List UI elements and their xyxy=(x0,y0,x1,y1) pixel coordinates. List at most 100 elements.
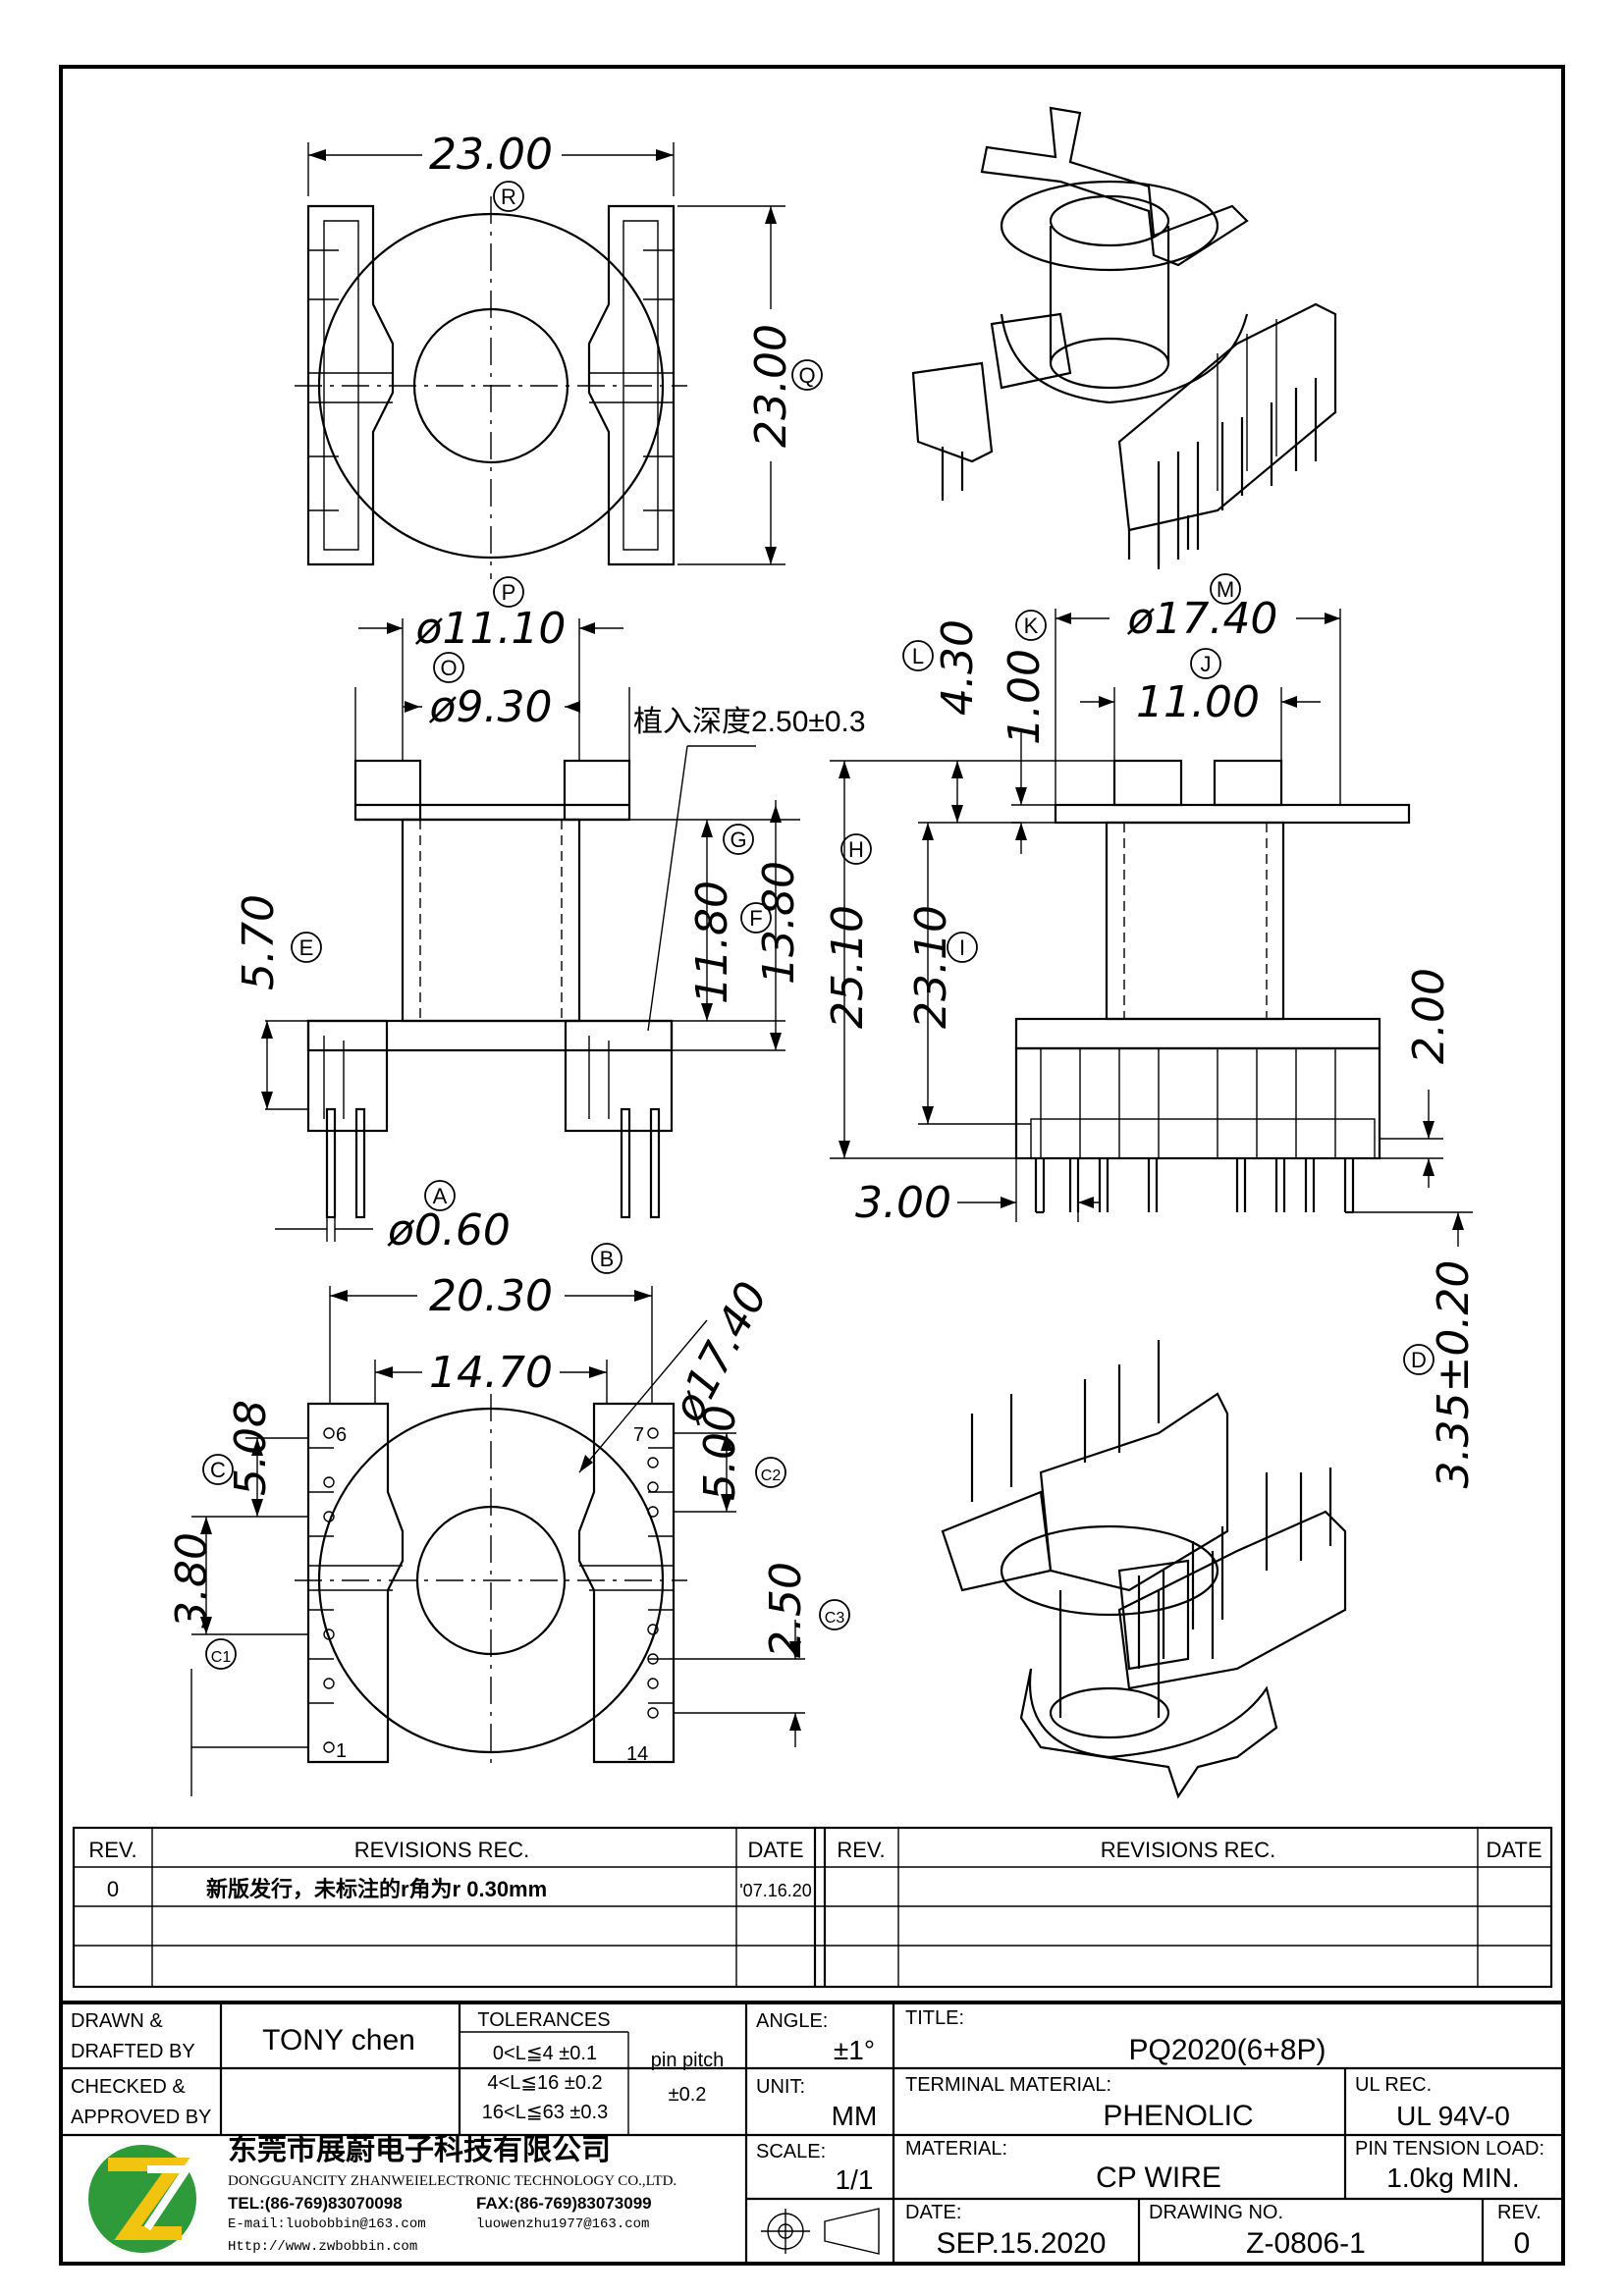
balloon-p: P xyxy=(502,580,516,605)
dim-c1: 3.80 xyxy=(167,1532,217,1629)
balloon-c1: C1 xyxy=(211,1649,232,1666)
balloon-b-circle xyxy=(591,1243,623,1274)
checked-label-2: APPROVED BY xyxy=(71,2107,211,2128)
dim-f: 13.80 xyxy=(754,861,804,985)
balloon-f-circle xyxy=(740,902,772,934)
angle-value: ±1° xyxy=(834,2035,875,2065)
drawn-label-1: DRAWN & xyxy=(71,2010,163,2032)
company-name-en: DONGGUANCITY ZHANWEIELECTRONIC TECHNOLOG… xyxy=(228,2173,677,2189)
title-block: DRAWN & DRAFTED BY TONY chen CHECKED & A… xyxy=(59,2001,1565,2266)
rev-header-date-2: DATE xyxy=(1486,1838,1542,1862)
balloon-q: Q xyxy=(798,363,815,388)
balloon-i: I xyxy=(959,935,965,960)
tol-row-2: 4<L≦16 ±0.2 xyxy=(487,2072,602,2094)
date-value: SEP.15.2020 xyxy=(937,2227,1107,2260)
balloon-c3: C3 xyxy=(825,1610,845,1627)
balloon-c1-circle xyxy=(205,1638,237,1670)
scale-label: SCALE: xyxy=(756,2141,826,2163)
title-label: TITLE: xyxy=(905,2007,964,2029)
balloon-d-circle xyxy=(1403,1344,1435,1375)
balloon-d: D xyxy=(1411,1348,1427,1372)
material-value: CP WIRE xyxy=(1096,2162,1221,2194)
dim-k: 1.00 xyxy=(1000,649,1050,745)
pin-label-1: 1 xyxy=(336,1740,347,1762)
dim-l: 4.30 xyxy=(933,619,983,716)
balloon-q-circle xyxy=(791,359,823,391)
checked-label-1: CHECKED & xyxy=(71,2076,186,2098)
dim-c2: 5.00 xyxy=(695,1405,745,1501)
material-label: MATERIAL: xyxy=(905,2138,1007,2160)
side-view: ø17.40 11.00 1.00 4.30 25.10 23.10 2.00 xyxy=(823,594,1479,1488)
angle-label: ANGLE: xyxy=(756,2010,828,2032)
dim-j: 11.00 xyxy=(1136,677,1260,727)
balloon-r-circle xyxy=(493,181,524,212)
company-email-2: luowenzhu1977@163.com xyxy=(476,2216,649,2232)
balloon-c2: C2 xyxy=(761,1468,782,1484)
balloon-m: M xyxy=(1217,577,1234,602)
dim-bottom-width: 20.30 xyxy=(429,1271,553,1321)
balloon-o: O xyxy=(440,656,457,680)
balloon-o-circle xyxy=(433,652,464,683)
balloon-e: E xyxy=(299,935,314,960)
front-view: ø11.10 ø9.30 植入深度2.50±0.3 11.80 13.80 5.… xyxy=(234,604,866,1255)
balloon-h-circle xyxy=(840,833,872,865)
balloon-e-circle xyxy=(291,932,322,963)
dim-i: 23.10 xyxy=(906,905,956,1029)
dim-pin-dia: ø0.60 xyxy=(387,1205,511,1255)
dim-side-pin: 2.00 xyxy=(1404,968,1454,1064)
rev-header-revisions-2: REVISIONS REC. xyxy=(1101,1838,1275,1862)
pin-label-6: 6 xyxy=(336,1424,347,1446)
rev-row-0-text: 新版发行，未标注的r角为r 0.30mm xyxy=(206,1877,547,1901)
rev-header-date: DATE xyxy=(747,1838,803,1862)
rev-row-0-date: '07.16.20 xyxy=(739,1881,812,1900)
pin-label-7: 7 xyxy=(633,1424,644,1446)
date-label: DATE: xyxy=(905,2202,961,2223)
rev-label: REV. xyxy=(1497,2202,1542,2223)
dim-c: 5.08 xyxy=(226,1400,276,1496)
drawing-no-value: Z-0806-1 xyxy=(1246,2227,1366,2260)
balloon-c: C xyxy=(210,1458,226,1482)
company-fax: FAX:(86-769)83073099 xyxy=(476,2194,652,2213)
note-insert-depth: 植入深度2.50±0.3 xyxy=(633,706,866,738)
company-email: E-mail:luobobbin@163.com xyxy=(228,2216,426,2232)
balloon-j-circle xyxy=(1190,648,1221,679)
dim-top-width: 23.00 xyxy=(429,130,553,180)
ul-value: UL 94V-0 xyxy=(1396,2101,1510,2131)
dim-h: 25.10 xyxy=(823,905,873,1029)
dim-core-dia: ø9.30 xyxy=(429,682,553,732)
dim-c3: 2.50 xyxy=(761,1562,811,1658)
ul-label: UL REC. xyxy=(1355,2074,1432,2096)
company-logo-icon xyxy=(88,2145,196,2253)
pin-pitch-label: pin pitch xyxy=(651,2050,725,2071)
balloon-m-circle xyxy=(1210,573,1241,605)
balloon-b: B xyxy=(600,1247,615,1271)
balloon-c2-circle xyxy=(755,1457,786,1488)
balloon-k: K xyxy=(1024,614,1039,638)
balloon-h: H xyxy=(848,837,864,862)
bottom-view: 6 7 1 14 20.30 14.70 ø17.40 5.08 3.80 xyxy=(167,1271,811,1796)
projection-symbol-icon xyxy=(761,2208,880,2255)
tol-row-3: 16<L≦63 ±0.3 xyxy=(482,2102,608,2123)
balloon-c-circle xyxy=(202,1454,234,1485)
drawing-frame xyxy=(59,65,1565,2266)
rev-value: 0 xyxy=(1514,2227,1531,2260)
company-tel: TEL:(86-769)83070098 xyxy=(228,2194,403,2213)
title-value: PQ2020(6+8P) xyxy=(1129,2034,1326,2066)
balloon-r: R xyxy=(501,185,516,209)
iso-view-bottom xyxy=(941,1340,1347,1799)
rev-header-revisions: REVISIONS REC. xyxy=(354,1838,529,1862)
terminal-value: PHENOLIC xyxy=(1103,2100,1253,2132)
rev-row-0-rev: 0 xyxy=(107,1877,119,1901)
drawing-no-label: DRAWING NO. xyxy=(1149,2202,1283,2223)
top-view: 23.00 23.00 xyxy=(295,130,796,579)
balloon-l-circle xyxy=(902,640,934,671)
balloon-g-circle xyxy=(723,824,754,855)
balloon-g: G xyxy=(730,828,746,852)
drawn-label-2: DRAFTED BY xyxy=(71,2041,195,2062)
unit-value: MM xyxy=(832,2101,878,2131)
tolerances-label: TOLERANCES xyxy=(477,2009,610,2031)
dim-top-height: 23.00 xyxy=(746,324,796,448)
pin-tension-label: PIN TENSION LOAD: xyxy=(1355,2138,1544,2160)
